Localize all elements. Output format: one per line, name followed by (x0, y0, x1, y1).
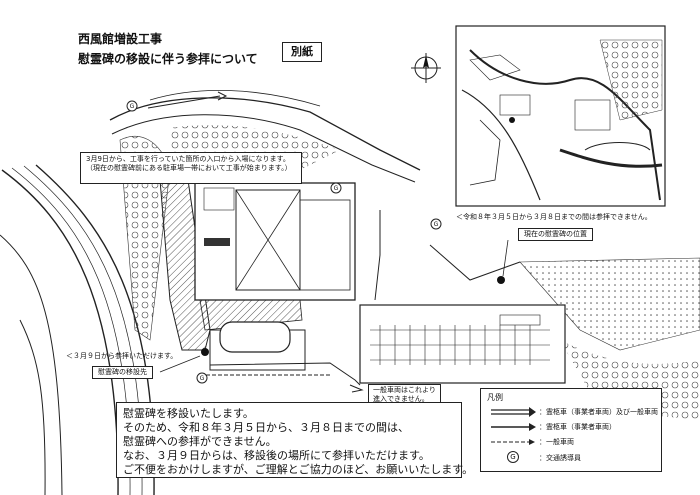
guide-marker-label: G (334, 185, 339, 192)
notice-line4: なお、３月９日からは、移設後の場所にて参拝いただけます。 (123, 449, 430, 462)
legend-title: 凡例 (487, 393, 503, 402)
current-memorial-marker (497, 276, 505, 284)
entrance-callout-line2: （現在の慰霊碑前にある駐車場一帯において工事が始まります。） (86, 164, 292, 172)
legend: 凡例 ：霊柩車（事業者車両）及び一般車両 ：霊柩車（事業者車両） ：一般車両 G… (480, 388, 662, 472)
no-visit-period-callout: ＜令和８年３月５日から３月８日までの間は参拝できません。 (456, 213, 652, 221)
notice-box: 慰霊碑を移設いたします。 そのため、令和８年３月５日から、３月８日までの間は、 … (116, 402, 474, 478)
no-general-vehicle-line2: 進入できません。 (373, 395, 429, 403)
title-line2: 慰霊碑の移設に伴う参拝について (78, 52, 258, 66)
dashed-arrow-icon (491, 439, 535, 445)
traffic-guide-markers (126, 100, 442, 384)
notice-line1: 慰霊碑を移設いたします。 (123, 407, 254, 420)
parking-lot (359, 304, 566, 384)
entrance-callout-line1: 3月9日から、工事を行っていた箇所の入口から入場になります。 (86, 155, 290, 163)
entrance-callout: 3月9日から、工事を行っていた箇所の入口から入場になります。 （現在の慰霊碑前に… (80, 152, 302, 184)
attachment-badge: 別紙 (282, 42, 322, 62)
inset-location-map (455, 25, 666, 207)
legend-label: ：霊柩車（事業者車両） (539, 423, 616, 431)
relocated-memorial-marker (201, 348, 209, 356)
north-compass-icon (411, 53, 441, 83)
no-general-vehicle-callout: 一般車両はこれより 進入できません。 (368, 384, 441, 406)
relocation-site-label: 慰霊碑の移設先 (92, 366, 153, 379)
notice-line2: そのため、令和８年３月５日から、３月８日までの間は、 (123, 421, 409, 434)
visit-from-date-callout: ＜３月９日から参拝いただけます。 (66, 352, 178, 360)
guide-marker-label: G (200, 375, 205, 382)
arrow-icon (491, 423, 536, 431)
title-line1: 西風館増設工事 (78, 32, 163, 46)
no-general-vehicle-line1: 一般車両はこれより (373, 386, 436, 394)
route-arrows (147, 91, 381, 393)
double-arrow-icon (491, 407, 536, 417)
notice-line5: ご不便をおかけしますが、ご理解とご協力のほど、お願いいたします。 (123, 463, 474, 476)
current-location-label: 現在の慰霊碑の位置 (518, 228, 593, 241)
main-building (194, 182, 356, 371)
guide-marker-label: G (130, 103, 135, 110)
guide-marker-label: G (434, 221, 439, 228)
legend-label: ：交通誘導員 (539, 454, 581, 462)
legend-label: ：一般車両 (539, 438, 574, 446)
notice-line3: 慰霊碑への参拝ができません。 (123, 435, 277, 448)
guide-circle-icon: G (507, 451, 519, 463)
legend-label: ：霊柩車（事業者車両）及び一般車両 (539, 408, 658, 416)
